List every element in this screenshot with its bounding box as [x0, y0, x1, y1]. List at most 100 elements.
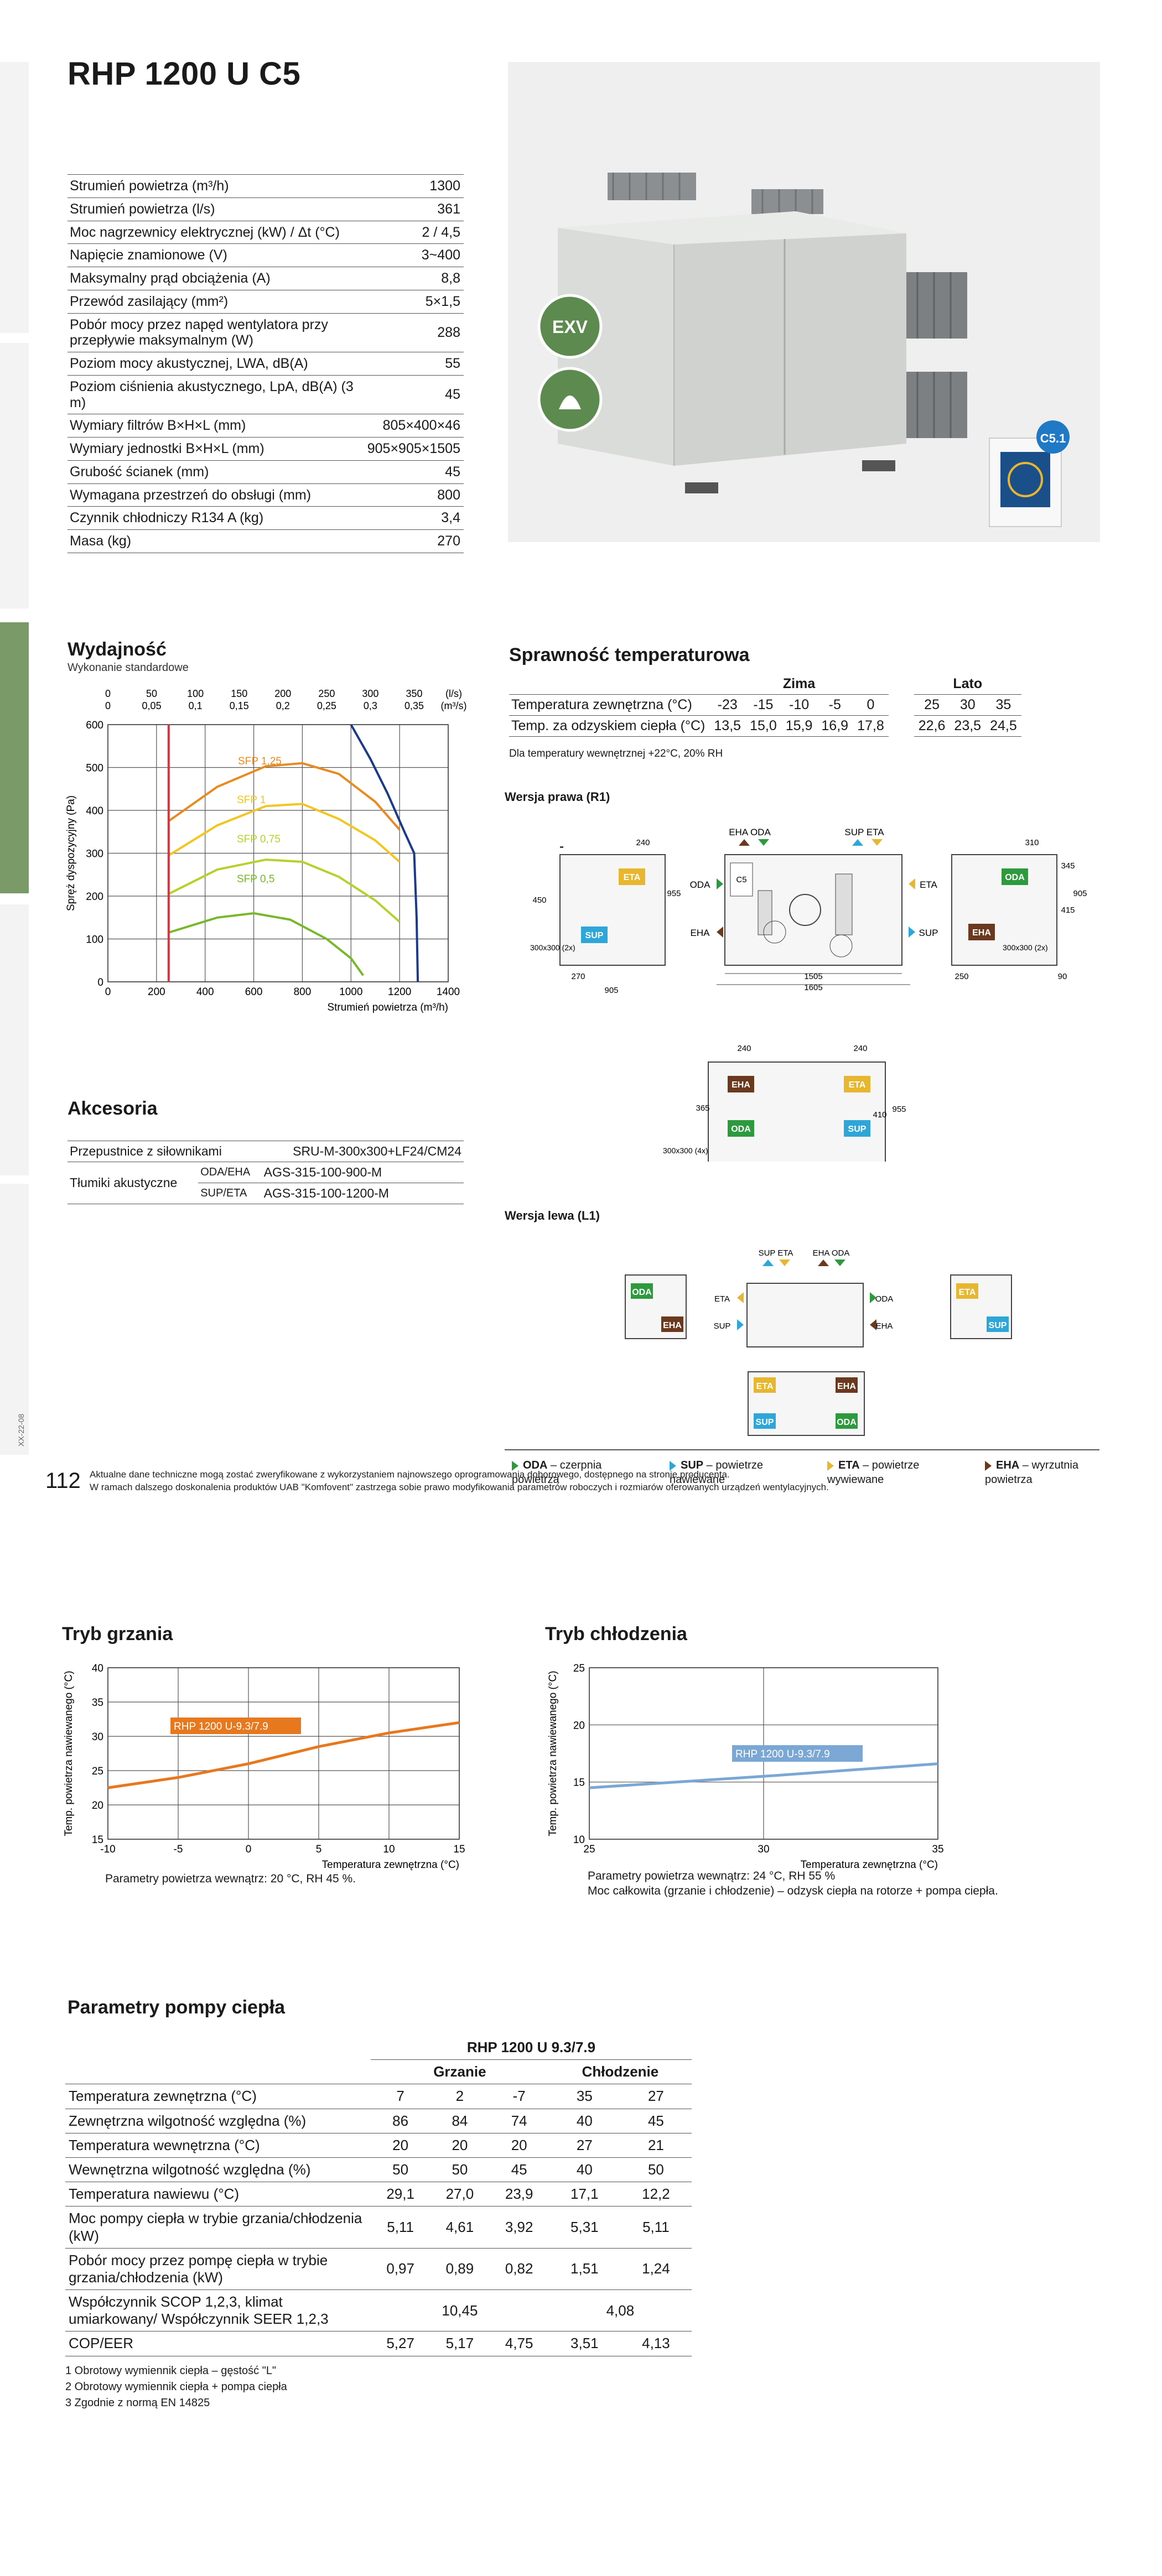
y-tick-label: 15: [92, 1834, 103, 1846]
flow-tag-label: EHA: [663, 1321, 682, 1330]
x-tick-label: 600: [245, 986, 263, 998]
flow-arrow-icon: [834, 1260, 845, 1266]
top-tick-m3s: 0,25: [317, 700, 336, 711]
thermal-efficiency-heading: Sprawność temperaturowa: [509, 644, 750, 665]
hp-model-row: RHP 1200 U 9.3/7.9: [65, 2036, 692, 2060]
flow-arrow-icon: [717, 927, 723, 938]
legend-item: EHA – wyrzutnia powietrza: [985, 1458, 1096, 1487]
flow-tag-label: SUP: [989, 1321, 1007, 1330]
dimension-label: 955: [892, 1105, 906, 1114]
spec-row: Czynnik chłodniczy R134 A (kg)3,4: [68, 506, 464, 530]
top-tick-ls: 350: [406, 688, 422, 699]
heating-note: Parametry powietrza wewnątrz: 20 °C, RH …: [105, 1872, 356, 1885]
top-tick-m3s: 0,3: [364, 700, 377, 711]
top-tick-m3s: 0,05: [142, 700, 162, 711]
hp-footnote: 3 Zgodnie z normą EN 14825: [65, 2397, 210, 2409]
eff-gap: [889, 674, 914, 695]
dimension-label: SUP ETA: [844, 827, 884, 837]
eff-gap: [889, 716, 914, 737]
footer-disclaimer: Aktualne dane techniczne mogą zostać zwe…: [90, 1469, 829, 1494]
flow-tag-eha: [728, 1076, 754, 1092]
top-tick-ls: 100: [187, 688, 204, 699]
x-tick-label: 0: [246, 1844, 252, 1855]
series-line: [589, 1762, 938, 1789]
hp-cell: 27,0: [430, 2182, 490, 2206]
top-tick-m3s: (m³/s): [441, 700, 467, 711]
hp-cell: 2: [430, 2084, 490, 2109]
dimension-label: SUP ETA: [759, 1248, 793, 1258]
x-tick-label: 30: [758, 1844, 769, 1855]
hp-cell: 5,31: [548, 2206, 620, 2249]
flow-tag-label: ETA: [959, 1288, 976, 1297]
flow-tag-eha: [968, 924, 995, 940]
cooling-note-2: Moc całkowita (grzanie i chłodzenie) – o…: [588, 1885, 998, 1898]
acc-sub: SUP/ETA: [198, 1183, 262, 1204]
spec-row: Pobór mocy przez napęd wentylatora przy …: [68, 313, 464, 352]
hp-cell: -7: [489, 2084, 549, 2109]
series-line: [168, 912, 364, 976]
performance-subheading: Wykonanie standardowe: [68, 662, 189, 674]
hp-cell: 21: [620, 2132, 692, 2158]
acc-value: AGS-315-100-900-M: [261, 1162, 464, 1183]
y-tick-label: 30: [92, 1731, 103, 1743]
side-view-left: [559, 854, 666, 966]
y-tick-label: 25: [573, 1663, 585, 1674]
acc-sub: ODA/EHA: [198, 1162, 262, 1183]
thermal-efficiency-note: Dla temperatury wewnętrznej +22°C, 20% R…: [509, 748, 723, 759]
hp-cell: 86: [371, 2108, 430, 2133]
spec-label: Grubość ścianek (mm): [68, 460, 365, 484]
flow-arrow-icon: [739, 839, 750, 846]
dimension-label: 240: [737, 1044, 751, 1053]
winter-label: Zima: [782, 676, 816, 691]
cooling-notes: Parametry powietrza wewnątrz: 24 °C, RH …: [588, 1869, 998, 1899]
x-tick-label: 35: [932, 1844, 943, 1855]
y-tick-label: 20: [573, 1720, 585, 1731]
flow-tag-label: EHA: [732, 1080, 750, 1090]
hp-cell: 5,11: [371, 2206, 430, 2249]
y-axis-label: Spręż dyspozycyjny (Pa): [65, 795, 77, 911]
hp-cell: 45: [489, 2157, 549, 2182]
hp-row-label: Temperatura zewnętrzna (°C): [65, 2084, 371, 2109]
y-tick-label: 200: [86, 891, 103, 903]
spec-value: 55: [365, 352, 464, 376]
spec-row: Moc nagrzewnicy elektrycznej (kW) / Δt (…: [68, 221, 464, 244]
dimension-label: SUP: [919, 928, 938, 938]
spec-label: Maksymalny prąd obciążenia (A): [68, 267, 365, 290]
flow-arrow-icon: [779, 1260, 790, 1266]
left-front-view: [746, 1283, 864, 1347]
rotor-icon: [789, 894, 821, 926]
legend-code: SUP: [681, 1459, 704, 1471]
hp-cell: 35: [548, 2084, 620, 2109]
top-tick-m3s: 0: [105, 700, 111, 711]
legend-desc: – wyrzutnia powietrza: [985, 1459, 1078, 1486]
hp-corner: [65, 2060, 371, 2084]
exv-badge: EXV: [552, 317, 588, 337]
y-tick-label: 10: [573, 1834, 585, 1846]
dimension-label: 450: [532, 896, 546, 905]
c51-badge: C5.1: [1040, 431, 1066, 445]
series-line: [168, 858, 401, 923]
hp-cell: 17,1: [548, 2182, 620, 2206]
hp-row-label: Wewnętrzna wilgotność względna (%): [65, 2157, 371, 2182]
summer-label: Lato: [953, 676, 983, 691]
hp-row-label: Temperatura nawiewu (°C): [65, 2182, 371, 2206]
flow-tag-sup: [754, 1413, 776, 1429]
spec-value: 361: [365, 197, 464, 221]
x-tick-label: 1200: [388, 986, 411, 998]
y-tick-label: 25: [92, 1766, 103, 1777]
flow-tag-label: SUP: [756, 1418, 774, 1427]
performance-heading: Wydajność: [68, 639, 167, 660]
plot-frame: [589, 1667, 938, 1840]
product-photo: EXV C5.1: [508, 62, 1100, 542]
eff-winter-cell: -15: [745, 694, 781, 716]
hp-cell: 20: [430, 2132, 490, 2158]
hp-cell: 40: [548, 2108, 620, 2133]
dimension-label: 1505: [804, 972, 822, 981]
y-tick-label: 300: [86, 849, 103, 860]
x-tick-label: 200: [148, 986, 165, 998]
y-tick-label: 40: [92, 1663, 103, 1674]
